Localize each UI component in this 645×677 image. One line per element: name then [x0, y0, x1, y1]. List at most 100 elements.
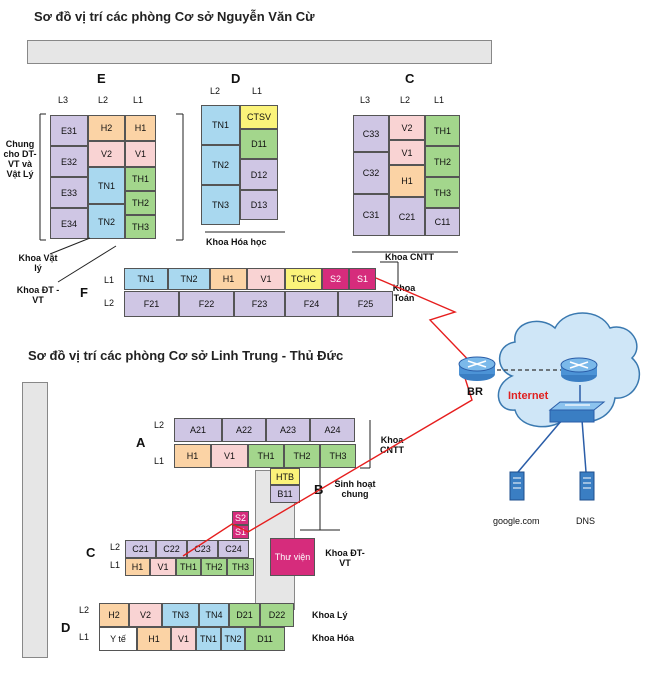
e-level-l1: L1	[133, 95, 144, 105]
d-level-l2: L2	[210, 86, 221, 96]
f-bracket	[380, 261, 399, 284]
router-label: BR	[467, 386, 483, 398]
link-nvc-to-router	[375, 277, 479, 371]
lc-l2-room-1: C22	[156, 540, 187, 558]
ld-l2-room-5: D22	[260, 603, 294, 627]
ld-l1-room-5: D11	[245, 627, 285, 651]
d-l1-room-2: D12	[240, 159, 278, 190]
e-l2-room-0: H2	[88, 115, 125, 141]
f-l1-room-0: TN1	[124, 268, 168, 290]
dns-label: DNS	[576, 516, 596, 526]
la-l1-room-3: TH2	[284, 444, 320, 468]
lt-building-c-label: C	[86, 545, 96, 560]
c-l1-room-3: C11	[425, 208, 460, 236]
lt-a-level-l1: L1	[154, 456, 165, 466]
f-l1-room-5: S2	[322, 268, 349, 290]
c-l1-room-0: TH1	[425, 115, 460, 146]
building-e-label: E	[97, 71, 106, 86]
c-l1-room-2: TH3	[425, 177, 460, 208]
lt-d-caption-physics: Khoa Lý	[312, 610, 348, 620]
la-l1-room-0: H1	[174, 444, 211, 468]
internet-router-icon	[560, 357, 598, 382]
f-l1-room-4: TCHC	[285, 268, 322, 290]
street-bar	[27, 40, 492, 64]
c-level-l3: L3	[360, 95, 371, 105]
switch-google-link	[517, 419, 563, 473]
e-l2-room-2: TN1	[88, 167, 125, 204]
e-l1-room-2: TH1	[125, 167, 156, 191]
e-bracket-left	[39, 113, 46, 241]
lb-room-1: B11	[270, 485, 300, 503]
e-l3-room-0: E31	[50, 115, 88, 146]
building-c-label: C	[405, 71, 415, 86]
e-level-l3: L3	[58, 95, 69, 105]
lt-c-level-l2: L2	[110, 542, 121, 552]
title-linh-trung: Sơ đồ vị trí các phòng Cơ sở Linh Trung …	[28, 348, 344, 363]
internet-label: Internet	[508, 390, 549, 402]
lt-library: Thư viện	[270, 538, 315, 576]
d-l1-room-3: D13	[240, 190, 278, 220]
google-label: google.com	[493, 516, 540, 526]
la-l1-room-4: TH3	[320, 444, 356, 468]
la-l2-room-0: A21	[174, 418, 222, 442]
router-br-icon	[458, 356, 496, 381]
c-l3-room-0: C33	[353, 115, 389, 152]
f-l2-room-1: F22	[179, 291, 234, 317]
lt-b-bracket	[300, 468, 340, 531]
e-level-l2: L2	[98, 95, 109, 105]
f-level-l2: L2	[104, 298, 115, 308]
switch-dns-link	[581, 419, 587, 473]
lt-a-caption: Khoa CNTT	[380, 435, 404, 455]
building-d-label: D	[231, 71, 241, 86]
c-level-l1: L1	[434, 95, 445, 105]
lt-a-level-l2: L2	[154, 420, 165, 430]
lt-building-a-label: A	[136, 435, 146, 450]
e-l1-room-3: TH2	[125, 191, 156, 215]
building-f-label: F	[80, 285, 88, 300]
title-nguyen-van-cu: Sơ đồ vị trí các phòng Cơ sở Nguyễn Văn …	[34, 9, 315, 24]
lt-c-caption: Khoa ĐT-VT	[325, 548, 365, 568]
la-l1-room-2: TH1	[248, 444, 284, 468]
e-dtvt-label: Khoa ĐT - VT	[16, 285, 60, 305]
f-l1-room-1: TN2	[168, 268, 210, 290]
ld-l1-room-2: V1	[171, 627, 196, 651]
f-l2-room-4: F25	[338, 291, 393, 317]
f-l2-room-3: F24	[285, 291, 338, 317]
lt-c-level-l1: L1	[110, 560, 121, 570]
la-l1-room-1: V1	[211, 444, 248, 468]
lc-l1-room-4: TH3	[227, 558, 254, 576]
c-l2-room-2: H1	[389, 165, 425, 197]
lc-l1-room-2: TH1	[176, 558, 201, 576]
e-l3-room-3: E34	[50, 208, 88, 239]
ld-l1-room-4: TN2	[221, 627, 245, 651]
lt-building-d-label: D	[61, 620, 71, 635]
d-l2-room-0: TN1	[201, 105, 240, 145]
c-l3-room-1: C32	[353, 152, 389, 194]
lt-d-caption-chem: Khoa Hóa	[312, 633, 355, 643]
e-l3-room-2: E33	[50, 177, 88, 208]
f-level-l1: L1	[104, 275, 115, 285]
lc-l2-room-2: C23	[187, 540, 218, 558]
d-l2-room-2: TN3	[201, 185, 240, 225]
c-l2-room-3: C21	[389, 197, 425, 236]
f-caption: Khoa Toán	[392, 283, 416, 303]
ld-l2-room-1: V2	[129, 603, 162, 627]
ld-l2-room-4: D21	[229, 603, 260, 627]
c-l1-room-1: TH2	[425, 146, 460, 177]
c-level-l2: L2	[400, 95, 411, 105]
d-l1-room-0: CTSV	[240, 105, 278, 129]
ld-l2-room-3: TN4	[199, 603, 229, 627]
d-l1-room-1: D11	[240, 129, 278, 159]
c-l2-room-1: V1	[389, 140, 425, 165]
lt-d-level-l2: L2	[79, 605, 90, 615]
lc-l1-room-3: TH2	[201, 558, 227, 576]
ld-l1-room-1: H1	[137, 627, 171, 651]
c-caption: Khoa CNTT	[385, 252, 434, 262]
la-l2-room-1: A22	[222, 418, 266, 442]
dns-server-icon	[579, 471, 595, 501]
e-physics-label: Khoa Vật lý	[18, 253, 58, 273]
lc-l1-room-1: V1	[150, 558, 176, 576]
lt-d-level-l1: L1	[79, 632, 90, 642]
lt-b-caption: Sinh hoạt chung	[334, 479, 376, 499]
